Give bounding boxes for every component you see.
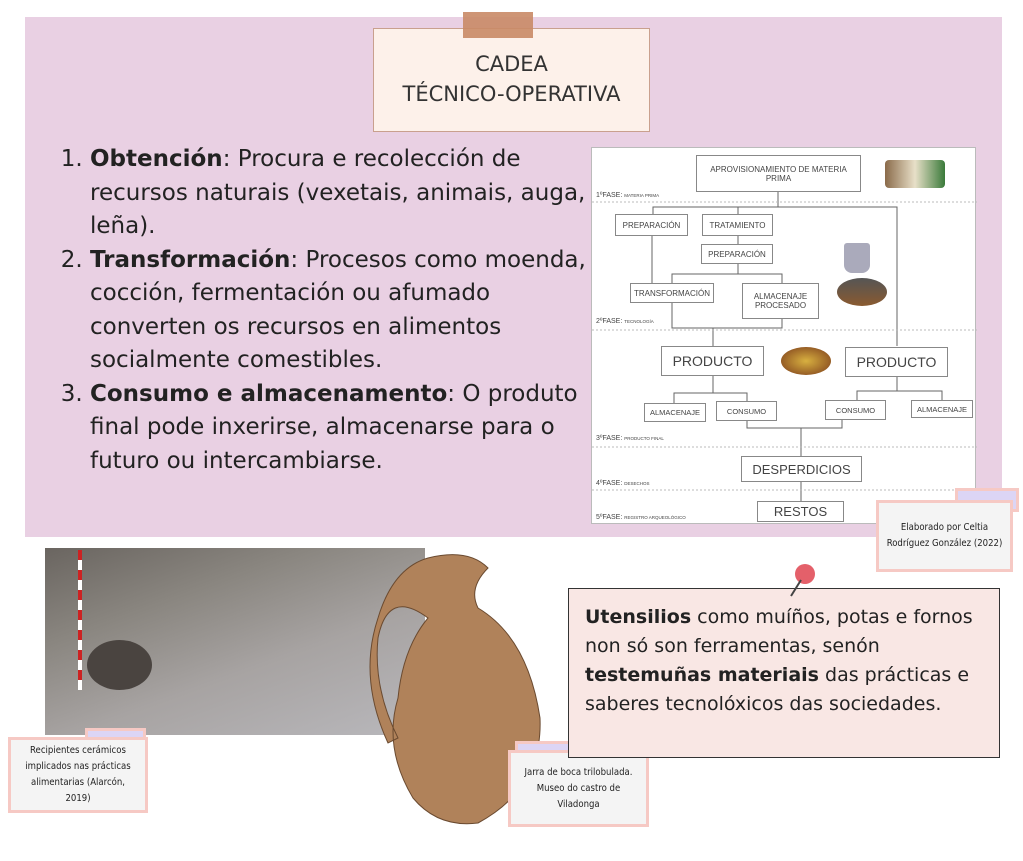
note-text: das prácticas e saberes tecnolóxicos das… [585,664,970,715]
box-transformacion: TRANSFORMACIÓN [630,283,714,303]
box-desperdicios: DESPERDICIOS [741,456,862,482]
item-text: : Procura e recolección de recursos natu… [90,146,586,239]
food-dish-illustration [781,347,831,375]
list-item: Obtención: Procura e recolección de recu… [90,143,610,244]
utensils-note: Utensilios como muíños, potas e fornos n… [568,588,1000,758]
box-tratamiento: TRATAMIENTO [702,214,773,236]
jug-caption: Jarra de boca trilobulada. Museo do cast… [508,750,649,827]
note-text: como muíños, potas e fornos non só son f… [585,606,973,657]
phase-label: 3ºFASE: PRODUCTO FINAL [596,435,664,442]
item-term: Transformación [90,246,291,273]
phase-label: 1ºFASE: MATERIA PRIMA [596,192,660,199]
note-term: testemuñas materiais [585,664,819,686]
box-producto-2: PRODUCTO [845,347,948,377]
scale-rod [78,550,82,690]
box-consumo-1: CONSUMO [716,401,777,421]
site-caption: Recipientes cerámicos implicados nas prá… [8,737,148,813]
list-item: Transformación: Procesos como moenda, co… [90,244,610,378]
box-almacenaje-1: ALMACENAJE [644,403,706,422]
box-aprovisionamiento: APROVISIONAMIENTO DE MATERIA PRIMA [696,155,861,192]
box-producto-1: PRODUCTO [661,346,764,376]
box-almacenaje-procesado: ALMACENAJE PROCESADO [742,283,819,319]
title-line-2: TÉCNICO-OPERATIVA [402,82,621,106]
item-text: : Procesos como moenda, cocción, ferment… [90,246,586,374]
pit [87,640,152,690]
box-preparacion: PREPARACIÓN [615,214,688,236]
note-term: Utensilios [585,606,692,628]
frying-pan-illustration [837,278,887,306]
trilobed-jug-photo [369,554,541,825]
box-preparacion-2: PREPARACIÓN [701,244,773,264]
title-card: CADEA TÉCNICO-OPERATIVA [373,28,650,132]
phase-label: 5ºFASE: REGISTRO ARQUEOLÓGICO [596,514,686,521]
item-text: : O produto final pode inxerirse, almace… [90,380,578,474]
phase-label: 2ºFASE: TECNOLOGÍA [596,318,654,325]
list-item: Consumo e almacenamento: O produto final… [90,378,610,479]
phase-label: 4ºFASE: DESECHOS [596,480,650,487]
title-line-1: CADEA [475,52,548,76]
item-term: Consumo e almacenamento [90,380,448,407]
operational-chain-diagram: APROVISIONAMIENTO DE MATERIA PRIMA PREPA… [591,147,977,524]
tape-decoration [463,12,533,38]
item-term: Obtención [90,146,223,172]
archaeological-site-photo [45,548,425,735]
raw-materials-illustration [885,160,945,188]
box-consumo-2: CONSUMO [825,400,886,420]
box-almacenaje-2: ALMACENAJE [911,400,973,418]
phase-list: Obtención: Procura e recolección de recu… [60,143,610,478]
credit-caption: Elaborado por Celtia Rodríguez González … [876,500,1013,572]
cooking-pot-illustration [844,243,870,273]
diagram-connectors [592,192,977,501]
pushpin-icon [790,564,815,597]
box-restos: RESTOS [757,501,844,522]
